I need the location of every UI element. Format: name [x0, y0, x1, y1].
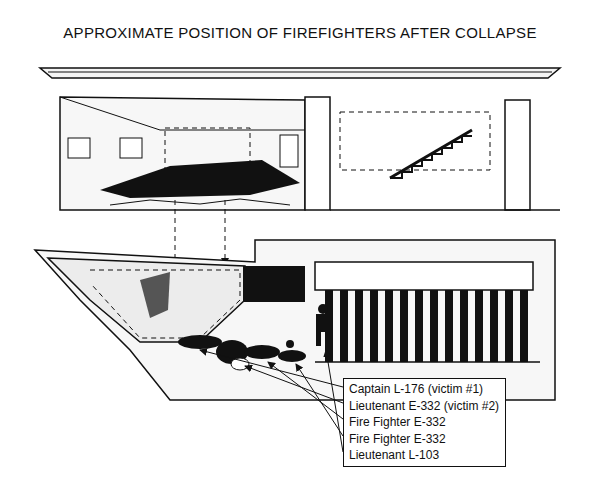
legend-box: Captain L-176 (victim #1)Lieutenant E-33… [343, 378, 506, 467]
victim-label: Lieutenant E-332 (victim #2) [349, 398, 500, 415]
victim-label: Lieutenant L-103 [349, 447, 500, 464]
victim-label: Captain L-176 (victim #1) [349, 381, 500, 398]
victim-label: Fire Fighter E-332 [349, 414, 500, 431]
victim-label: Fire Fighter E-332 [349, 431, 500, 448]
diagram-title: APPROXIMATE POSITION OF FIREFIGHTERS AFT… [0, 24, 600, 41]
